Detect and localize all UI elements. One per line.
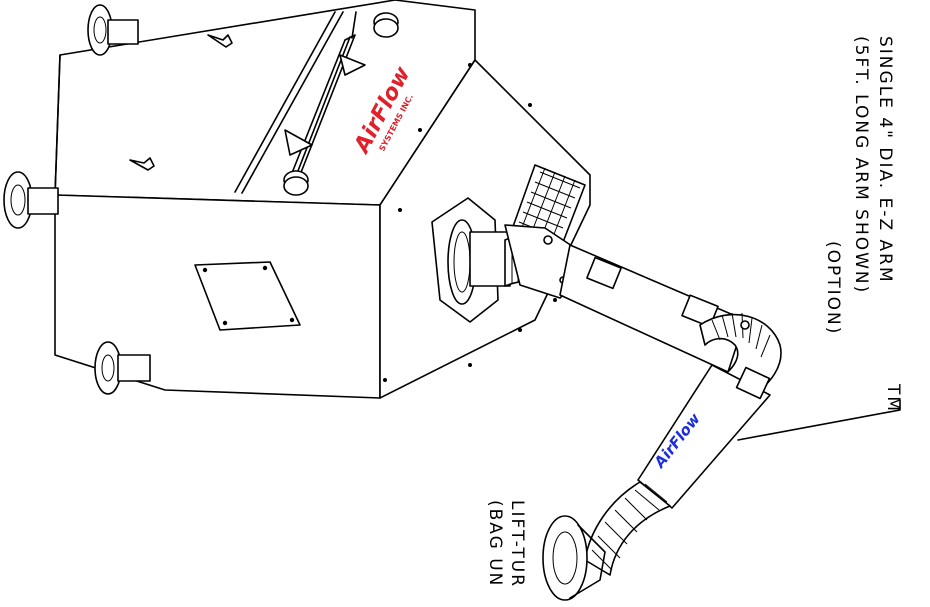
lift-callout-line2: (BAG UN (485, 500, 505, 587)
arm-callout-trademark: TM (883, 383, 903, 413)
access-panel (194, 261, 301, 331)
arm-callout-line1: SINGLE 4" DIA. E-Z ARM (875, 36, 895, 284)
lift-callout-line1: LIFT-TUR (507, 500, 527, 588)
caster-wheel (3, 4, 151, 395)
callout-leader (737, 399, 901, 441)
lift-callout: LIFT-TUR (BAG UN (485, 500, 527, 588)
extraction-arm: AirFlow (431, 197, 782, 601)
lid-latch (129, 34, 233, 171)
arm-callout-line3: (OPTION) (823, 241, 843, 335)
arm-callout-line2: (5FT. LONG ARM SHOWN) (851, 36, 871, 294)
dust-collector-cabinet (54, 0, 591, 399)
lid-knob (283, 12, 399, 196)
arm-callout: SINGLE 4" DIA. E-Z ARM TM (5FT. LONG ARM… (823, 36, 903, 413)
